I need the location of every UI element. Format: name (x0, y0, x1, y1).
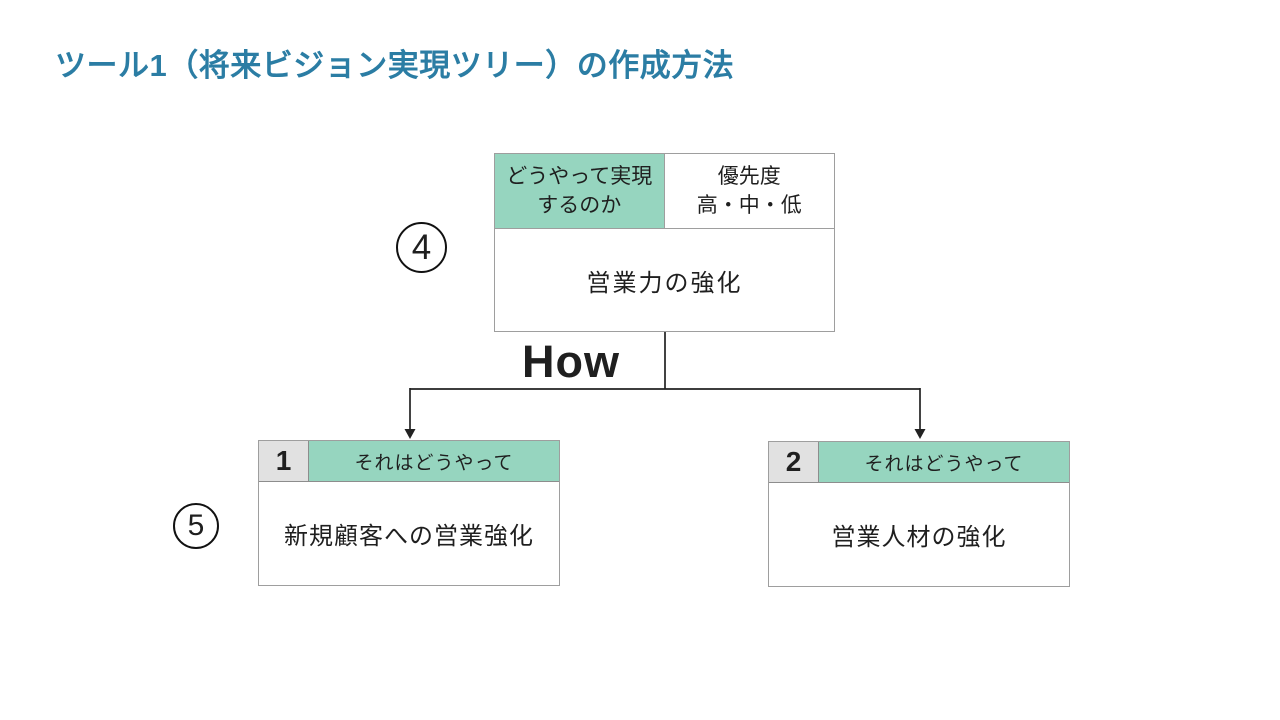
root-header-priority-line1: 優先度 (717, 164, 781, 188)
how-label: How (522, 336, 620, 387)
root-header-priority-line2: 高・中・低 (696, 194, 802, 217)
root-node-box: どうやって実現 するのか 優先度 高・中・低 営業力の強化 (494, 153, 835, 332)
step-number-4-label: 4 (411, 227, 432, 267)
step-number-circle-4: 4 (396, 222, 447, 273)
root-node-body: 営業力の強化 (586, 269, 743, 297)
root-header-priority-cell: 優先度 高・中・低 (664, 154, 834, 228)
child-node-1-number-cell: 1 (259, 441, 309, 481)
step-number-circle-5: 5 (173, 503, 219, 549)
root-node-header: どうやって実現 するのか 優先度 高・中・低 (495, 154, 834, 229)
root-header-question-cell: どうやって実現 するのか (495, 154, 665, 228)
root-header-question-line2: するのか (537, 194, 622, 217)
child-node-box-2: 2 それはどうやって 営業人材の強化 (768, 441, 1070, 587)
arrowhead-right-icon (914, 429, 926, 439)
root-header-question-line1: どうやって実現 (506, 164, 653, 188)
step-number-5-label: 5 (187, 509, 205, 542)
child-node-1-body: 新規顧客への営業強化 (284, 523, 534, 550)
child-node-2-body: 営業人材の強化 (831, 524, 1007, 551)
child-node-box-1: 1 それはどうやって 新規顧客への営業強化 (258, 440, 560, 586)
child-node-2-number-cell: 2 (769, 442, 819, 482)
child-node-1-header-cell: それはどうやって (309, 441, 559, 481)
child-node-2-header-cell: それはどうやって (819, 442, 1069, 482)
child-node-2-header: 2 それはどうやって (769, 442, 1069, 483)
arrowhead-left-icon (404, 429, 416, 439)
child-node-1-header: 1 それはどうやって (259, 441, 559, 482)
slide-title: ツール1（将来ビジョン実現ツリー）の作成方法 (55, 48, 735, 83)
